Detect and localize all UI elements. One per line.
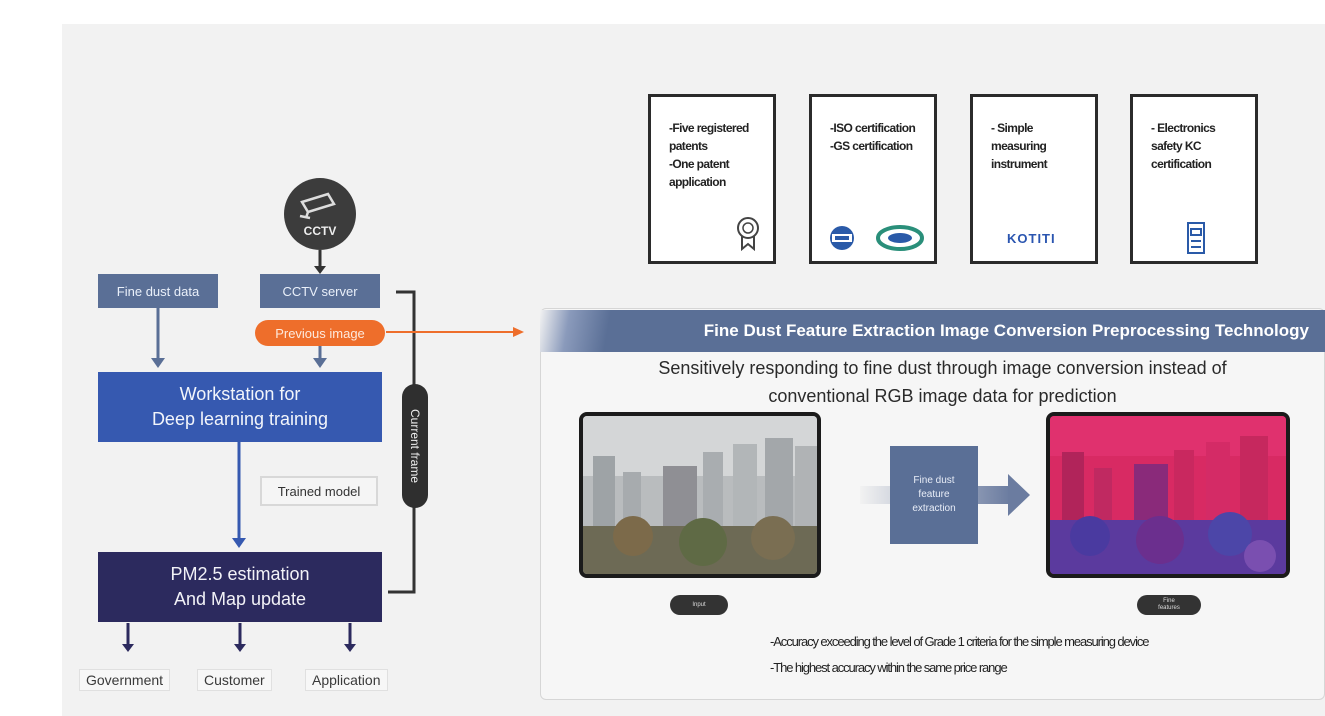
certificate-text: - Electronics safety KC certification bbox=[1151, 121, 1216, 171]
process-line-3: extraction bbox=[912, 503, 956, 514]
previous-image-pill: Previous image bbox=[255, 320, 385, 346]
cctv-icon-circle: CCTV bbox=[284, 178, 356, 250]
kc-mark-icon bbox=[1187, 222, 1205, 254]
arrow-head bbox=[151, 358, 165, 368]
process-line-2: feature bbox=[918, 489, 950, 500]
arrow-head bbox=[344, 644, 356, 652]
certificate-instrument: - Simple measuring instrument KOTITI bbox=[970, 94, 1098, 264]
technology-subtitle: Sensitively responding to fine dust thro… bbox=[560, 354, 1325, 410]
output-photo bbox=[1046, 412, 1290, 578]
iso-gs-logo-icon bbox=[830, 225, 924, 251]
pm25-estimation-box: PM2.5 estimation And Map update bbox=[98, 552, 382, 622]
input-photo bbox=[579, 412, 821, 578]
fine-dust-extraction-box: Fine dust feature extraction bbox=[890, 446, 978, 544]
certificate-patents: -Five registered patents -One patent app… bbox=[648, 94, 776, 264]
technology-banner: Fine Dust Feature Extraction Image Conve… bbox=[540, 310, 1325, 352]
target-application: Application bbox=[306, 670, 387, 690]
arrow-head bbox=[314, 266, 326, 274]
city-photo-image bbox=[583, 416, 817, 574]
accuracy-bullet-2: -The highest accuracy within the same pr… bbox=[770, 660, 1008, 675]
arrow-head bbox=[513, 327, 524, 337]
pm25-line-1: PM2.5 estimation bbox=[170, 564, 310, 584]
workstation-box: Workstation for Deep learning training bbox=[98, 372, 382, 442]
current-frame-pill: Current frame bbox=[402, 384, 428, 508]
medal-icon bbox=[737, 217, 759, 251]
arrow-head bbox=[234, 644, 246, 652]
cctv-label: CCTV bbox=[303, 224, 337, 238]
arrow-head bbox=[122, 644, 134, 652]
certificate-iso-gs: -ISO certification -GS certification bbox=[809, 94, 937, 264]
certificate-kc: - Electronics safety KC certification bbox=[1130, 94, 1258, 264]
arrow-head bbox=[313, 358, 327, 368]
koteti-logo-icon: KOTITI bbox=[1007, 231, 1056, 246]
subtitle-line-2: conventional RGB image data for predicti… bbox=[768, 386, 1117, 406]
trained-model-label: Trained model bbox=[260, 476, 378, 506]
current-frame-label: Current frame bbox=[408, 408, 422, 484]
converted-photo-image bbox=[1050, 416, 1286, 574]
certificate-text: -ISO certification -GS certification bbox=[830, 121, 916, 153]
certificate-text: - Simple measuring instrument bbox=[991, 121, 1048, 171]
process-line-1: Fine dust bbox=[913, 475, 955, 486]
certificate-text: -Five registered patents -One patent app… bbox=[669, 121, 749, 189]
fine-dust-data-box: Fine dust data bbox=[98, 274, 218, 308]
target-customer: Customer bbox=[198, 670, 271, 690]
arrow-head bbox=[232, 538, 246, 548]
pm25-line-2: And Map update bbox=[173, 589, 307, 609]
subtitle-line-1: Sensitively responding to fine dust thro… bbox=[658, 358, 1227, 378]
workstation-line-1: Workstation for bbox=[179, 384, 301, 404]
input-tag: Input bbox=[670, 595, 728, 615]
target-government: Government bbox=[80, 670, 170, 690]
workstation-line-2: Deep learning training bbox=[151, 409, 329, 429]
cctv-server-box: CCTV server bbox=[260, 274, 380, 308]
output-tag: Fine features bbox=[1137, 595, 1201, 615]
accuracy-bullet-1: -Accuracy exceeding the level of Grade 1… bbox=[770, 634, 1150, 649]
cctv-camera-icon bbox=[299, 192, 336, 220]
